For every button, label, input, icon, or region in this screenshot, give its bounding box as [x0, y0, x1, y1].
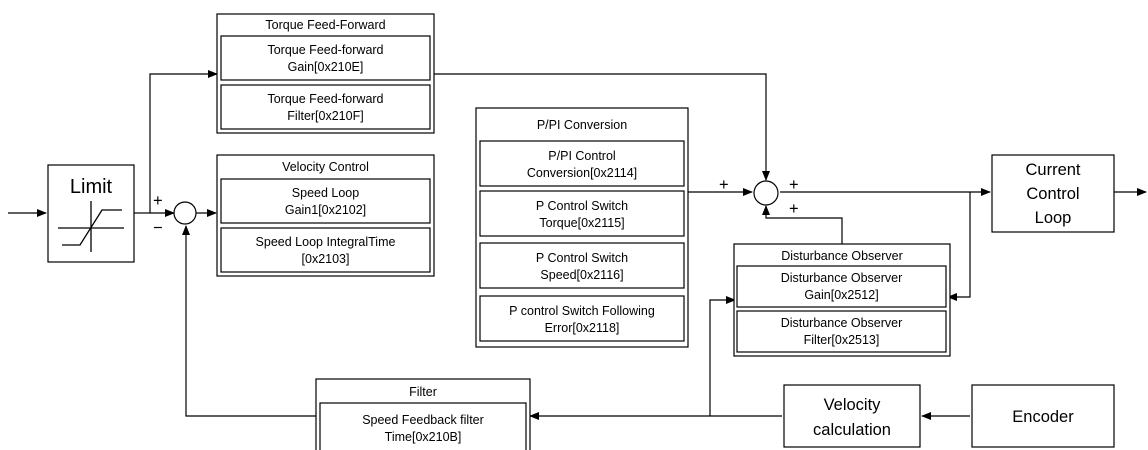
sum2-plus-sign-left: + — [719, 176, 729, 194]
disturbance-observer-group: Disturbance Observer Disturbance Observe… — [733, 243, 951, 357]
speed-feedback-filter-param — [319, 402, 527, 450]
signal-wires — [8, 70, 1147, 420]
filter-group: Filter Speed Feedback filter Time[0x210B… — [315, 378, 531, 450]
sum1-plus-sign: + — [153, 192, 163, 210]
feedforward-to-sum2-wire — [434, 73, 770, 181]
speed-loop-gain-param — [220, 178, 431, 224]
torque-ff-gain-line-2: Gain[0x210E] — [288, 60, 364, 74]
ppi-item-4-line-2: Error[0x2118] — [545, 321, 620, 335]
sum1-minus-sign: − — [153, 219, 163, 237]
ppi-conversion-title: P/PI Conversion — [537, 118, 627, 132]
speed-loop-gain-line-1: Speed Loop — [292, 186, 359, 200]
limit-label: Limit — [70, 176, 113, 198]
p-switch-following-error-param — [479, 295, 685, 342]
current-loop-line-3: Loop — [1035, 209, 1072, 227]
speed-feedback-filter-line-2: Time[0x210B] — [385, 430, 462, 444]
velocity-calc-line-1: Velocity — [824, 396, 882, 414]
speed-loop-gain-line-2: Gain1[0x2102] — [285, 203, 366, 217]
velocity-control-group: Velocity Control Speed Loop Gain1[0x2102… — [216, 154, 435, 277]
current-control-loop-block: Current Control Loop — [991, 154, 1115, 233]
torque-feedforward-group: Torque Feed-Forward Torque Feed-forward … — [216, 13, 435, 134]
limit-block: Limit — [47, 164, 135, 263]
current-loop-line-2: Control — [1026, 185, 1079, 203]
summing-junction-2: + + + — [719, 176, 799, 218]
torque-feedforward-title: Torque Feed-Forward — [265, 18, 385, 32]
disturbance-to-sum2-wire — [762, 205, 843, 244]
velocity-control-title: Velocity Control — [282, 160, 369, 174]
ppi-item-2-line-2: Torque[0x2115] — [539, 216, 624, 230]
speed-feedback-filter-line-1: Speed Feedback filter — [362, 413, 484, 427]
sum2-plus-sign-right: + — [789, 176, 799, 194]
ppi-item-1-line-1: P/PI Control — [548, 149, 615, 163]
disturbance-gain-line-1: Disturbance Observer — [781, 271, 903, 285]
current-feedback-wire — [947, 192, 971, 301]
speed-feedback-wire — [182, 225, 318, 417]
disturbance-gain-param — [736, 265, 947, 308]
summing-junction-1: + − — [153, 192, 197, 237]
torque-ff-gain-line-1: Torque Feed-forward — [267, 43, 383, 57]
disturbance-observer-title: Disturbance Observer — [781, 249, 903, 263]
disturbance-gain-line-2: Gain[0x2512] — [804, 288, 878, 302]
current-loop-line-1: Current — [1025, 161, 1080, 179]
velocity-calc-line-2: calculation — [813, 421, 891, 439]
ppi-control-conversion-param — [479, 140, 685, 187]
feedforward-branch-wire — [149, 70, 218, 213]
encoder-block: Encoder — [971, 384, 1115, 448]
torque-ff-filter-line-1: Torque Feed-forward — [267, 92, 383, 106]
p-switch-torque-param — [479, 190, 685, 237]
velocity-calculation-block: Velocity calculation — [783, 384, 921, 448]
disturbance-filter-param — [736, 310, 947, 353]
ppi-item-1-line-2: Conversion[0x2114] — [527, 166, 637, 180]
speed-loop-integral-line-2: [0x2103] — [302, 252, 350, 266]
filter-title: Filter — [409, 385, 437, 399]
p-switch-speed-param — [479, 242, 685, 289]
torque-ff-gain-param — [220, 35, 431, 81]
disturbance-filter-line-1: Disturbance Observer — [781, 316, 903, 330]
torque-ff-filter-param — [220, 84, 431, 130]
velocity-to-disturbance-wire — [709, 296, 736, 416]
speed-loop-integral-line-1: Speed Loop IntegralTime — [256, 235, 396, 249]
encoder-label: Encoder — [1012, 408, 1074, 426]
ppi-item-4-line-1: P control Switch Following — [509, 304, 655, 318]
speed-loop-integral-param — [220, 227, 431, 273]
ppi-item-3-line-1: P Control Switch — [536, 251, 628, 265]
sum2-plus-sign-bottom: + — [789, 200, 799, 218]
ppi-item-2-line-1: P Control Switch — [536, 199, 628, 213]
disturbance-filter-line-2: Filter[0x2513] — [804, 333, 880, 347]
ppi-conversion-group: P/PI Conversion P/PI Control Conversion[… — [475, 107, 689, 348]
ppi-item-3-line-2: Speed[0x2116] — [540, 268, 623, 282]
saturation-icon — [58, 201, 124, 252]
torque-ff-filter-line-2: Filter[0x210F] — [287, 109, 363, 123]
